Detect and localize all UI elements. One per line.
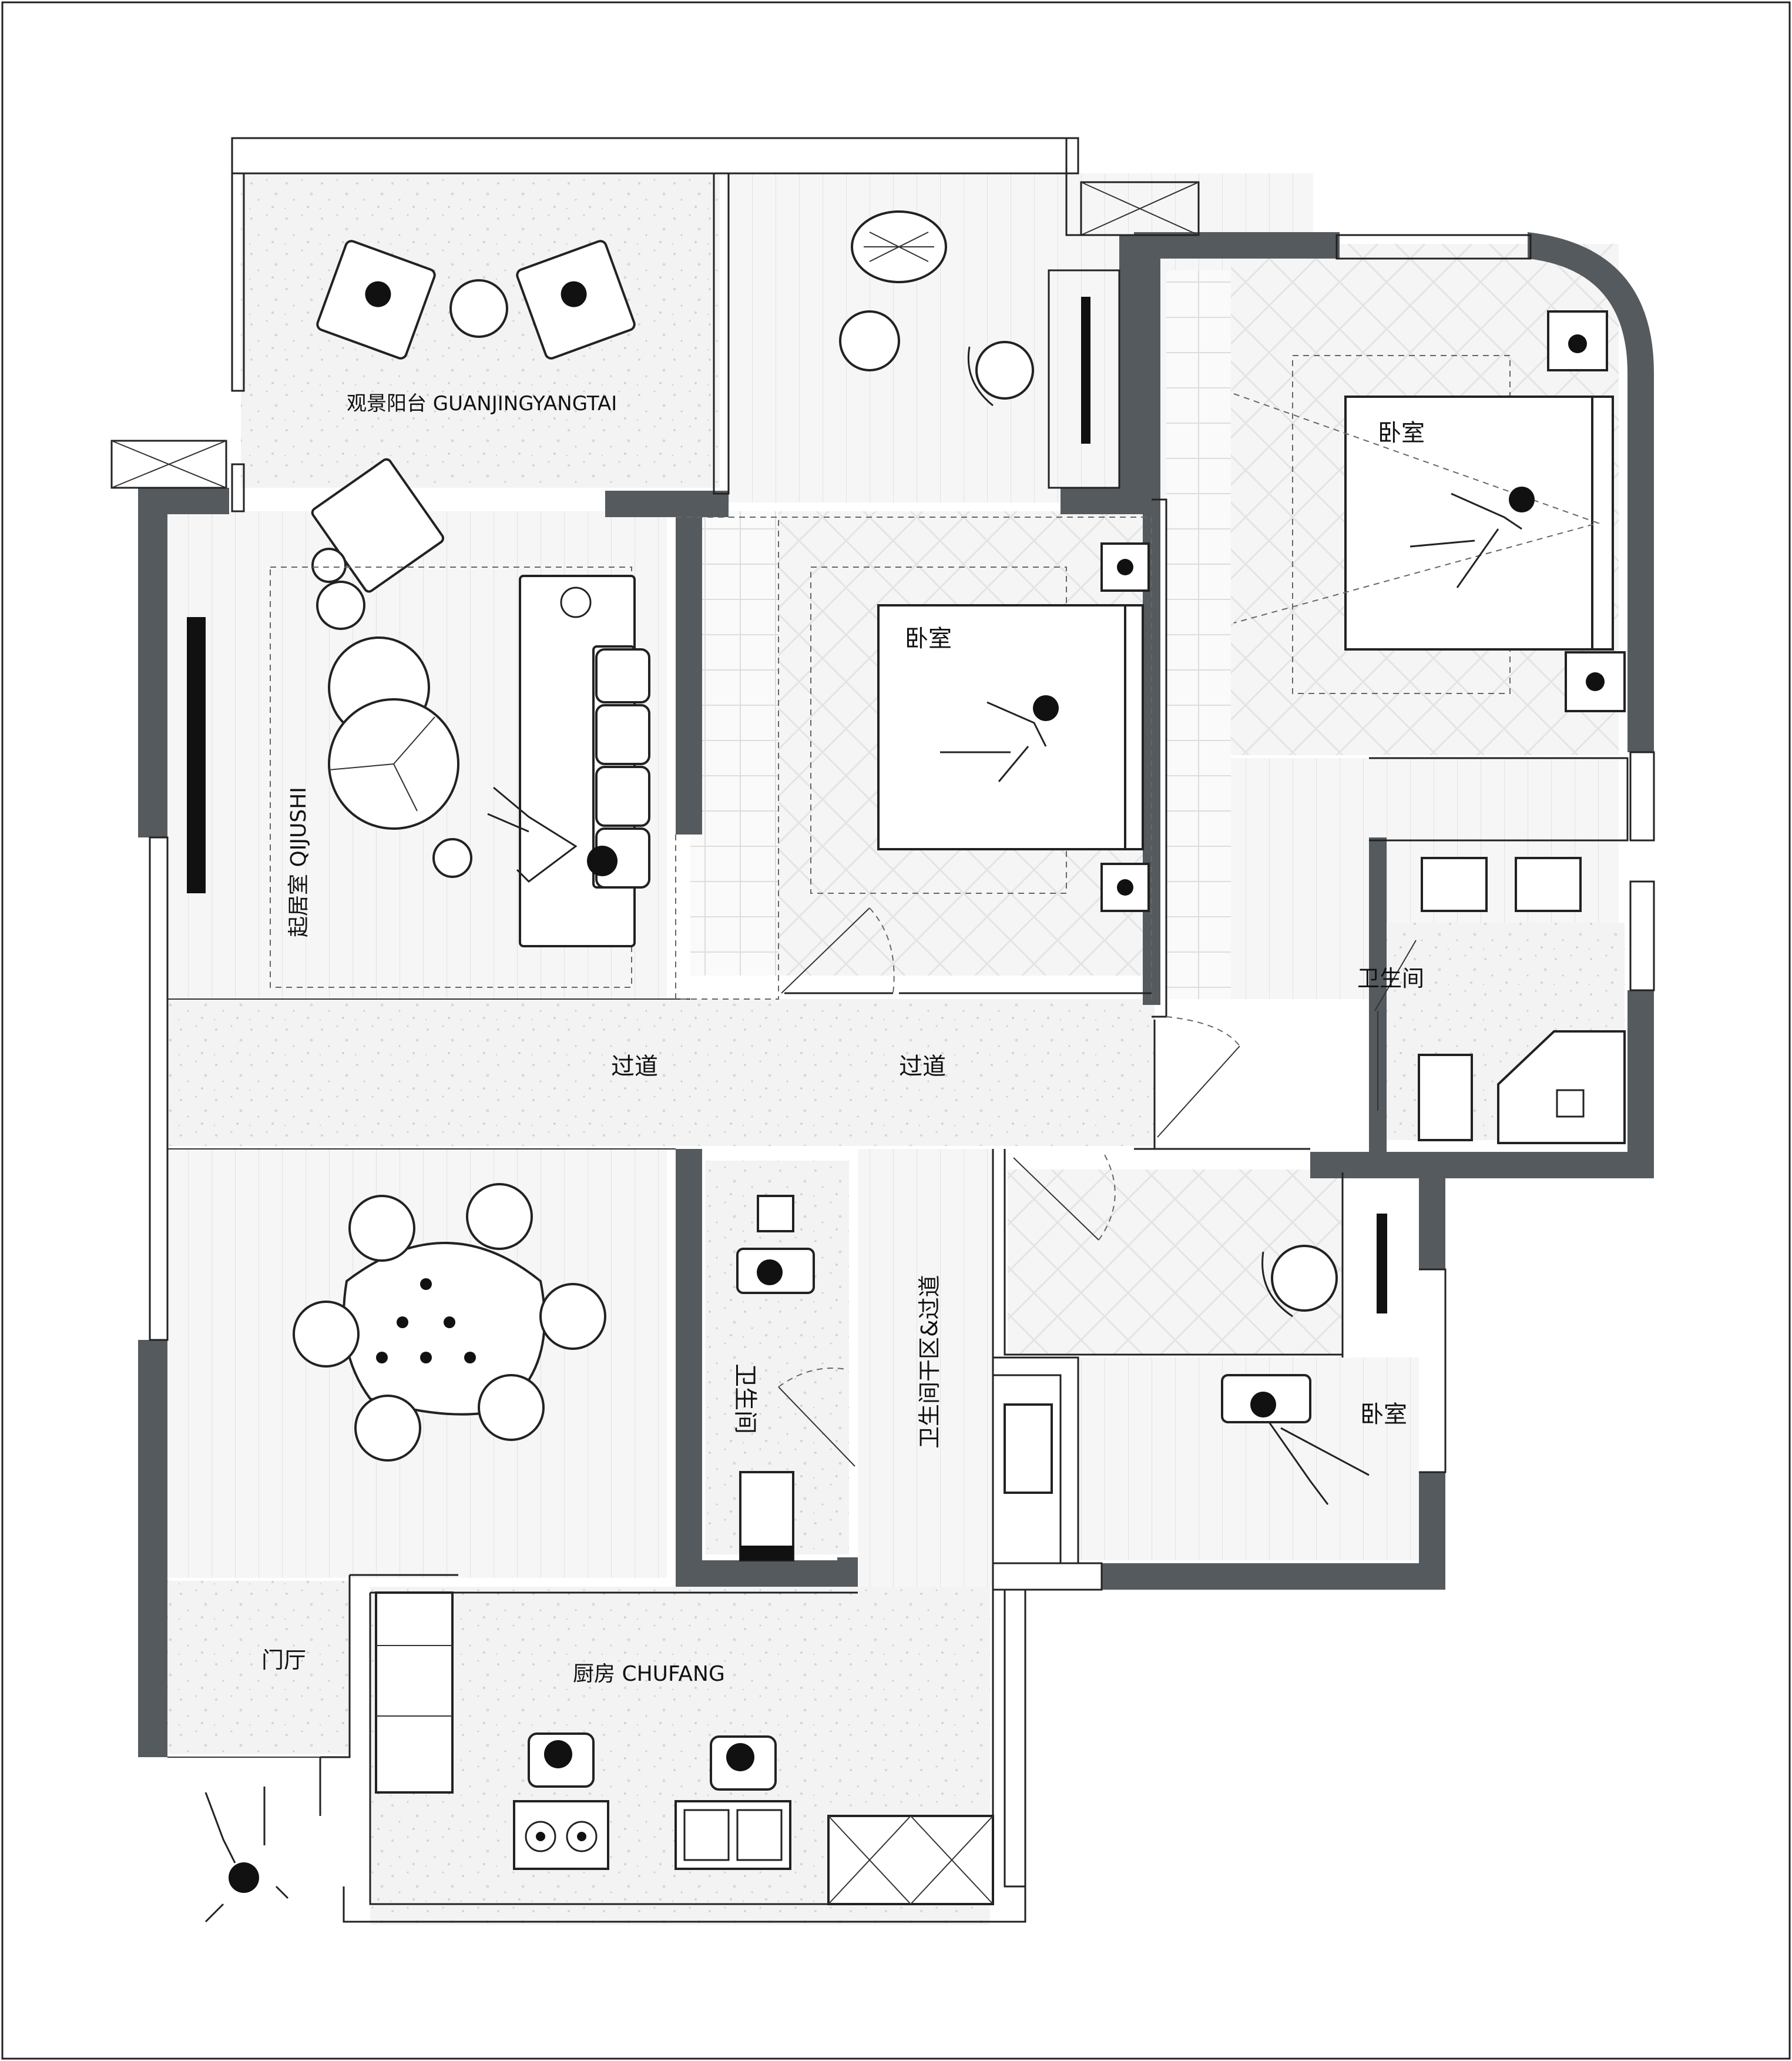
chair-icon — [293, 1183, 606, 1462]
sofa-icon — [519, 575, 650, 947]
wall-lower-bed-bottom — [1102, 1563, 1445, 1590]
corridor-floor — [167, 999, 1155, 1146]
balcony-left-jamb — [231, 463, 245, 512]
dry-area-floor — [858, 1149, 993, 1587]
person-icon — [1410, 487, 1535, 588]
closet-right-floor — [1166, 270, 1231, 999]
wall-living-top-right — [605, 491, 729, 517]
person-icon — [710, 1735, 777, 1791]
person-icon — [204, 1787, 289, 1923]
partitions — [110, 137, 1655, 1923]
room-label-corridor-left: 过道 — [611, 1053, 658, 1080]
wall-shelf-lower — [1377, 1214, 1387, 1313]
right-bedroom-window — [1335, 234, 1532, 260]
wall-bath-center-corner — [837, 1557, 858, 1587]
sink-icon — [1004, 1403, 1053, 1494]
door-right-hall — [1157, 1045, 1240, 1138]
furniture — [204, 210, 1626, 1923]
door-lower-bedroom — [1013, 1157, 1099, 1241]
room-label-bathroom-center: 卫生间 — [731, 1363, 759, 1434]
ac-unit-left — [110, 440, 227, 489]
drain-icon — [757, 1195, 794, 1232]
room-label-corridor-right: 过道 — [899, 1053, 946, 1080]
wall-right-curve — [1528, 232, 1654, 752]
walls — [138, 232, 1654, 1757]
tv-unit — [187, 617, 206, 893]
sink-icon — [674, 1800, 791, 1870]
study-wall-cabinet — [1048, 269, 1120, 489]
balcony-right-wall — [713, 173, 730, 495]
room-label-bedroom-right: 卧室 — [1378, 420, 1425, 447]
person-icon — [1221, 1374, 1370, 1505]
room-label-foyer: 门厅 — [261, 1647, 306, 1673]
ac-unit-top — [1080, 181, 1200, 236]
foyer-floor — [167, 1581, 350, 1754]
person-icon — [736, 1248, 815, 1294]
wall-left-lower — [138, 1340, 167, 1757]
door-bathroom-center — [778, 1386, 855, 1467]
lamp-icon — [1100, 542, 1150, 592]
person-icon — [487, 786, 618, 883]
bed-icon — [1233, 310, 1626, 712]
wall-right-bathroom — [1627, 990, 1654, 1178]
lamp-icon — [560, 587, 592, 618]
sink-icon — [1421, 857, 1582, 912]
appliance-icon — [827, 1815, 994, 1905]
table-icon — [449, 279, 508, 338]
bed-icon — [810, 542, 1150, 912]
chair-icon — [967, 341, 1034, 407]
room-label-bedroom-center: 卧室 — [905, 625, 952, 652]
kitchen-cabinet — [375, 1591, 454, 1794]
wall-lower-bed-right-top — [1419, 1178, 1445, 1269]
wall-closet-top — [1134, 232, 1340, 259]
room-label-bathroom-right: 卫生间 — [1357, 966, 1424, 991]
wall-bath-center-bottom — [676, 1560, 858, 1587]
room-label-kitchen: 厨房 CHUFANG — [573, 1662, 725, 1686]
wall-left-upper — [138, 488, 167, 837]
closet-center-floor — [690, 511, 778, 976]
wall-study-right — [1119, 235, 1146, 514]
lamp-icon — [851, 210, 947, 283]
room-label-balcony: 观景阳台 GUANJINGYANGTAI — [347, 392, 617, 415]
wall-living-top-left — [138, 488, 229, 514]
stove-icon — [513, 1800, 609, 1870]
chair-icon — [1261, 1245, 1338, 1318]
doors — [778, 907, 1417, 1467]
labels: 观景阳台 GUANJINGYANGTAI 起居室 QIJUSHI 卧室 卧室 卫… — [261, 392, 1425, 1686]
wall-living-right — [676, 517, 702, 835]
balcony-left-rail — [231, 138, 245, 392]
lamp-icon — [1547, 310, 1608, 371]
person-icon — [940, 695, 1059, 782]
balcony-top-rail — [231, 137, 1079, 175]
living-window — [149, 836, 169, 1341]
room-label-dry-area: 卫生间干区&过道 — [917, 1275, 942, 1449]
room-label-bedroom-lower: 卧室 — [1360, 1401, 1407, 1428]
table-icon — [839, 310, 900, 371]
chair-icon — [516, 240, 636, 360]
chair-icon — [316, 240, 436, 360]
shower-icon — [1497, 1030, 1626, 1144]
room-label-living: 起居室 QIJUSHI — [287, 787, 311, 937]
wall-shelf-top — [1081, 297, 1090, 444]
floors — [167, 173, 1625, 1925]
toilet-icon — [1418, 1054, 1473, 1141]
wall-bathroom-bottom — [1310, 1152, 1654, 1178]
wall-bath-center-left — [676, 1149, 702, 1584]
door-center-bedroom — [781, 907, 870, 994]
person-icon — [528, 1732, 595, 1788]
